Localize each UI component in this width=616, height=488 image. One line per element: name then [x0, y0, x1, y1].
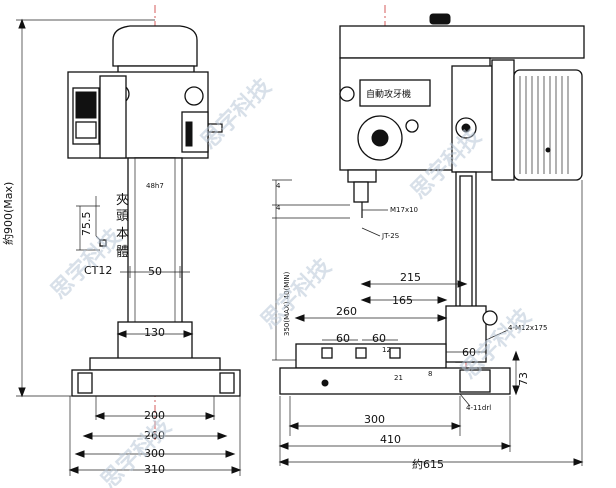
table-slot-1 [321, 347, 333, 359]
motor-head [112, 25, 198, 67]
base-slot-left [77, 372, 93, 394]
base-bolt [321, 379, 329, 387]
bolt-label: 4-M12x175 [508, 324, 547, 332]
chuck-label-3: 本 [116, 227, 129, 242]
dim-4-b: 4 [276, 204, 281, 212]
table-slot-2 [355, 347, 367, 359]
vertical-range: 350(MAX) 40(MIN) [283, 271, 291, 336]
dim-75-5: 75.5 [80, 212, 93, 237]
chuck-label-4: 體 [116, 245, 129, 260]
spindle-nose-r [347, 169, 377, 183]
dim-60-b: 60 [372, 332, 386, 345]
dim-4-a: 4 [276, 182, 281, 190]
dim-60-c: 60 [462, 346, 476, 359]
gear-small [405, 119, 419, 133]
overall-height-label: 約900(Max) [1, 182, 15, 245]
head-cover [339, 25, 585, 59]
panel-label: 自動攻牙機 [366, 88, 411, 100]
gear-dark [185, 121, 193, 147]
column-base-block [117, 321, 193, 361]
gearbox [451, 65, 493, 173]
chuck-label-1: 夾 [116, 193, 129, 208]
thread-label: M17x10 [390, 206, 418, 214]
motor-dot [545, 147, 551, 153]
motor-fin-lines [519, 76, 569, 174]
watermark-3: 思字科技 [256, 253, 337, 334]
hole-label: 4-11drl [466, 404, 491, 412]
base-plate [71, 369, 241, 397]
dim-60-a: 60 [336, 332, 350, 345]
dim-21: 21 [394, 374, 403, 382]
table-slot-3 [389, 347, 401, 359]
top-knob [429, 13, 451, 25]
chuck-label-2: 頭 [116, 209, 129, 224]
dim-410: 410 [380, 433, 401, 446]
ct-symbol [99, 239, 107, 247]
dim-73: 73 [517, 372, 530, 386]
motor-fins [513, 69, 583, 181]
panel-knob [339, 86, 355, 102]
ct-label: CT12 [84, 264, 112, 277]
dim-260: 260 [144, 429, 165, 442]
dim-310: 310 [144, 463, 165, 476]
dim-8: 8 [428, 370, 432, 378]
left-view: 約900(Max) 75.5 48h7 夾 頭 本 體 CT12 50 130 … [1, 5, 242, 476]
gear-hub [371, 129, 389, 147]
table [295, 343, 447, 369]
dim-215: 215 [400, 271, 421, 284]
dim-300: 300 [144, 447, 165, 460]
jt-label: JT-2S [381, 232, 400, 240]
label-panel [359, 79, 431, 107]
control-panel-dark [75, 91, 97, 119]
dim-200: 200 [144, 409, 165, 422]
tap-holder-r [353, 181, 369, 203]
dim-50: 50 [148, 265, 162, 278]
dim-300-r: 300 [364, 413, 385, 426]
dim-260: 260 [336, 305, 357, 318]
dim-12: 12 [382, 346, 391, 354]
dim-130: 130 [144, 326, 165, 339]
dim-615: 約615 [412, 457, 444, 471]
switch-plate [75, 121, 97, 139]
taper-label: 48h7 [146, 182, 164, 190]
base-slot-right [219, 372, 235, 394]
lock-handle [482, 310, 498, 326]
column-rack [459, 175, 473, 327]
side-plate [99, 75, 127, 159]
knob-right [184, 86, 204, 106]
right-view: 自動攻牙機 [272, 5, 585, 471]
base-upper [89, 357, 221, 371]
dim-165: 165 [392, 294, 413, 307]
feed-handle [208, 123, 223, 133]
motor-flange [491, 59, 515, 181]
column-base-r [445, 305, 487, 363]
base-foot [459, 369, 491, 393]
